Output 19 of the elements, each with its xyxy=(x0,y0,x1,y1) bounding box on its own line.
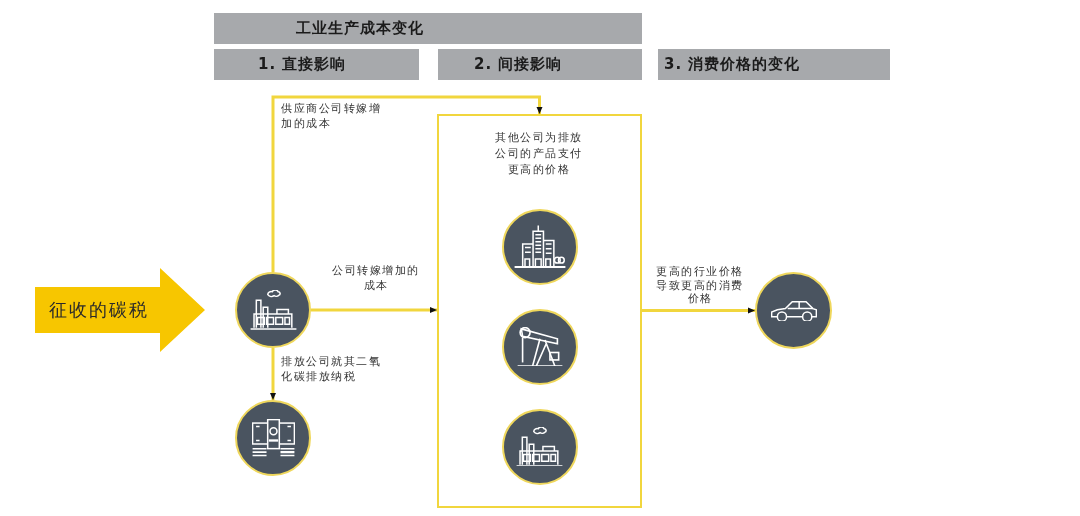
arrow xyxy=(271,95,543,272)
header-text: 工业生产成本变化 xyxy=(296,18,424,39)
header-text: 2. 间接影响 xyxy=(474,54,563,75)
edge-label: 供应商公司转嫁增加的成本 xyxy=(281,101,382,131)
header-bar xyxy=(214,49,419,80)
edge-label: 公司转嫁增加的成本 xyxy=(331,263,421,293)
header-text: 1. 直接影响 xyxy=(258,54,347,75)
panel-text: 其他公司为排放公司的产品支付更高的价格 xyxy=(494,130,584,178)
header-bar xyxy=(658,49,890,80)
arrow xyxy=(311,307,437,313)
group-frame xyxy=(437,114,642,508)
arrow xyxy=(270,348,276,400)
header-text: 3. 消费价格的变化 xyxy=(664,54,801,75)
header-bar xyxy=(438,49,642,80)
edge-label: 更高的行业价格导致更高的消费价格 xyxy=(655,265,745,306)
arrow-text: 征收的碳税 xyxy=(49,298,149,322)
edge-label: 排放公司就其二氧化碳排放纳税 xyxy=(281,354,382,384)
arrow xyxy=(642,307,755,314)
header-bar xyxy=(214,13,642,44)
